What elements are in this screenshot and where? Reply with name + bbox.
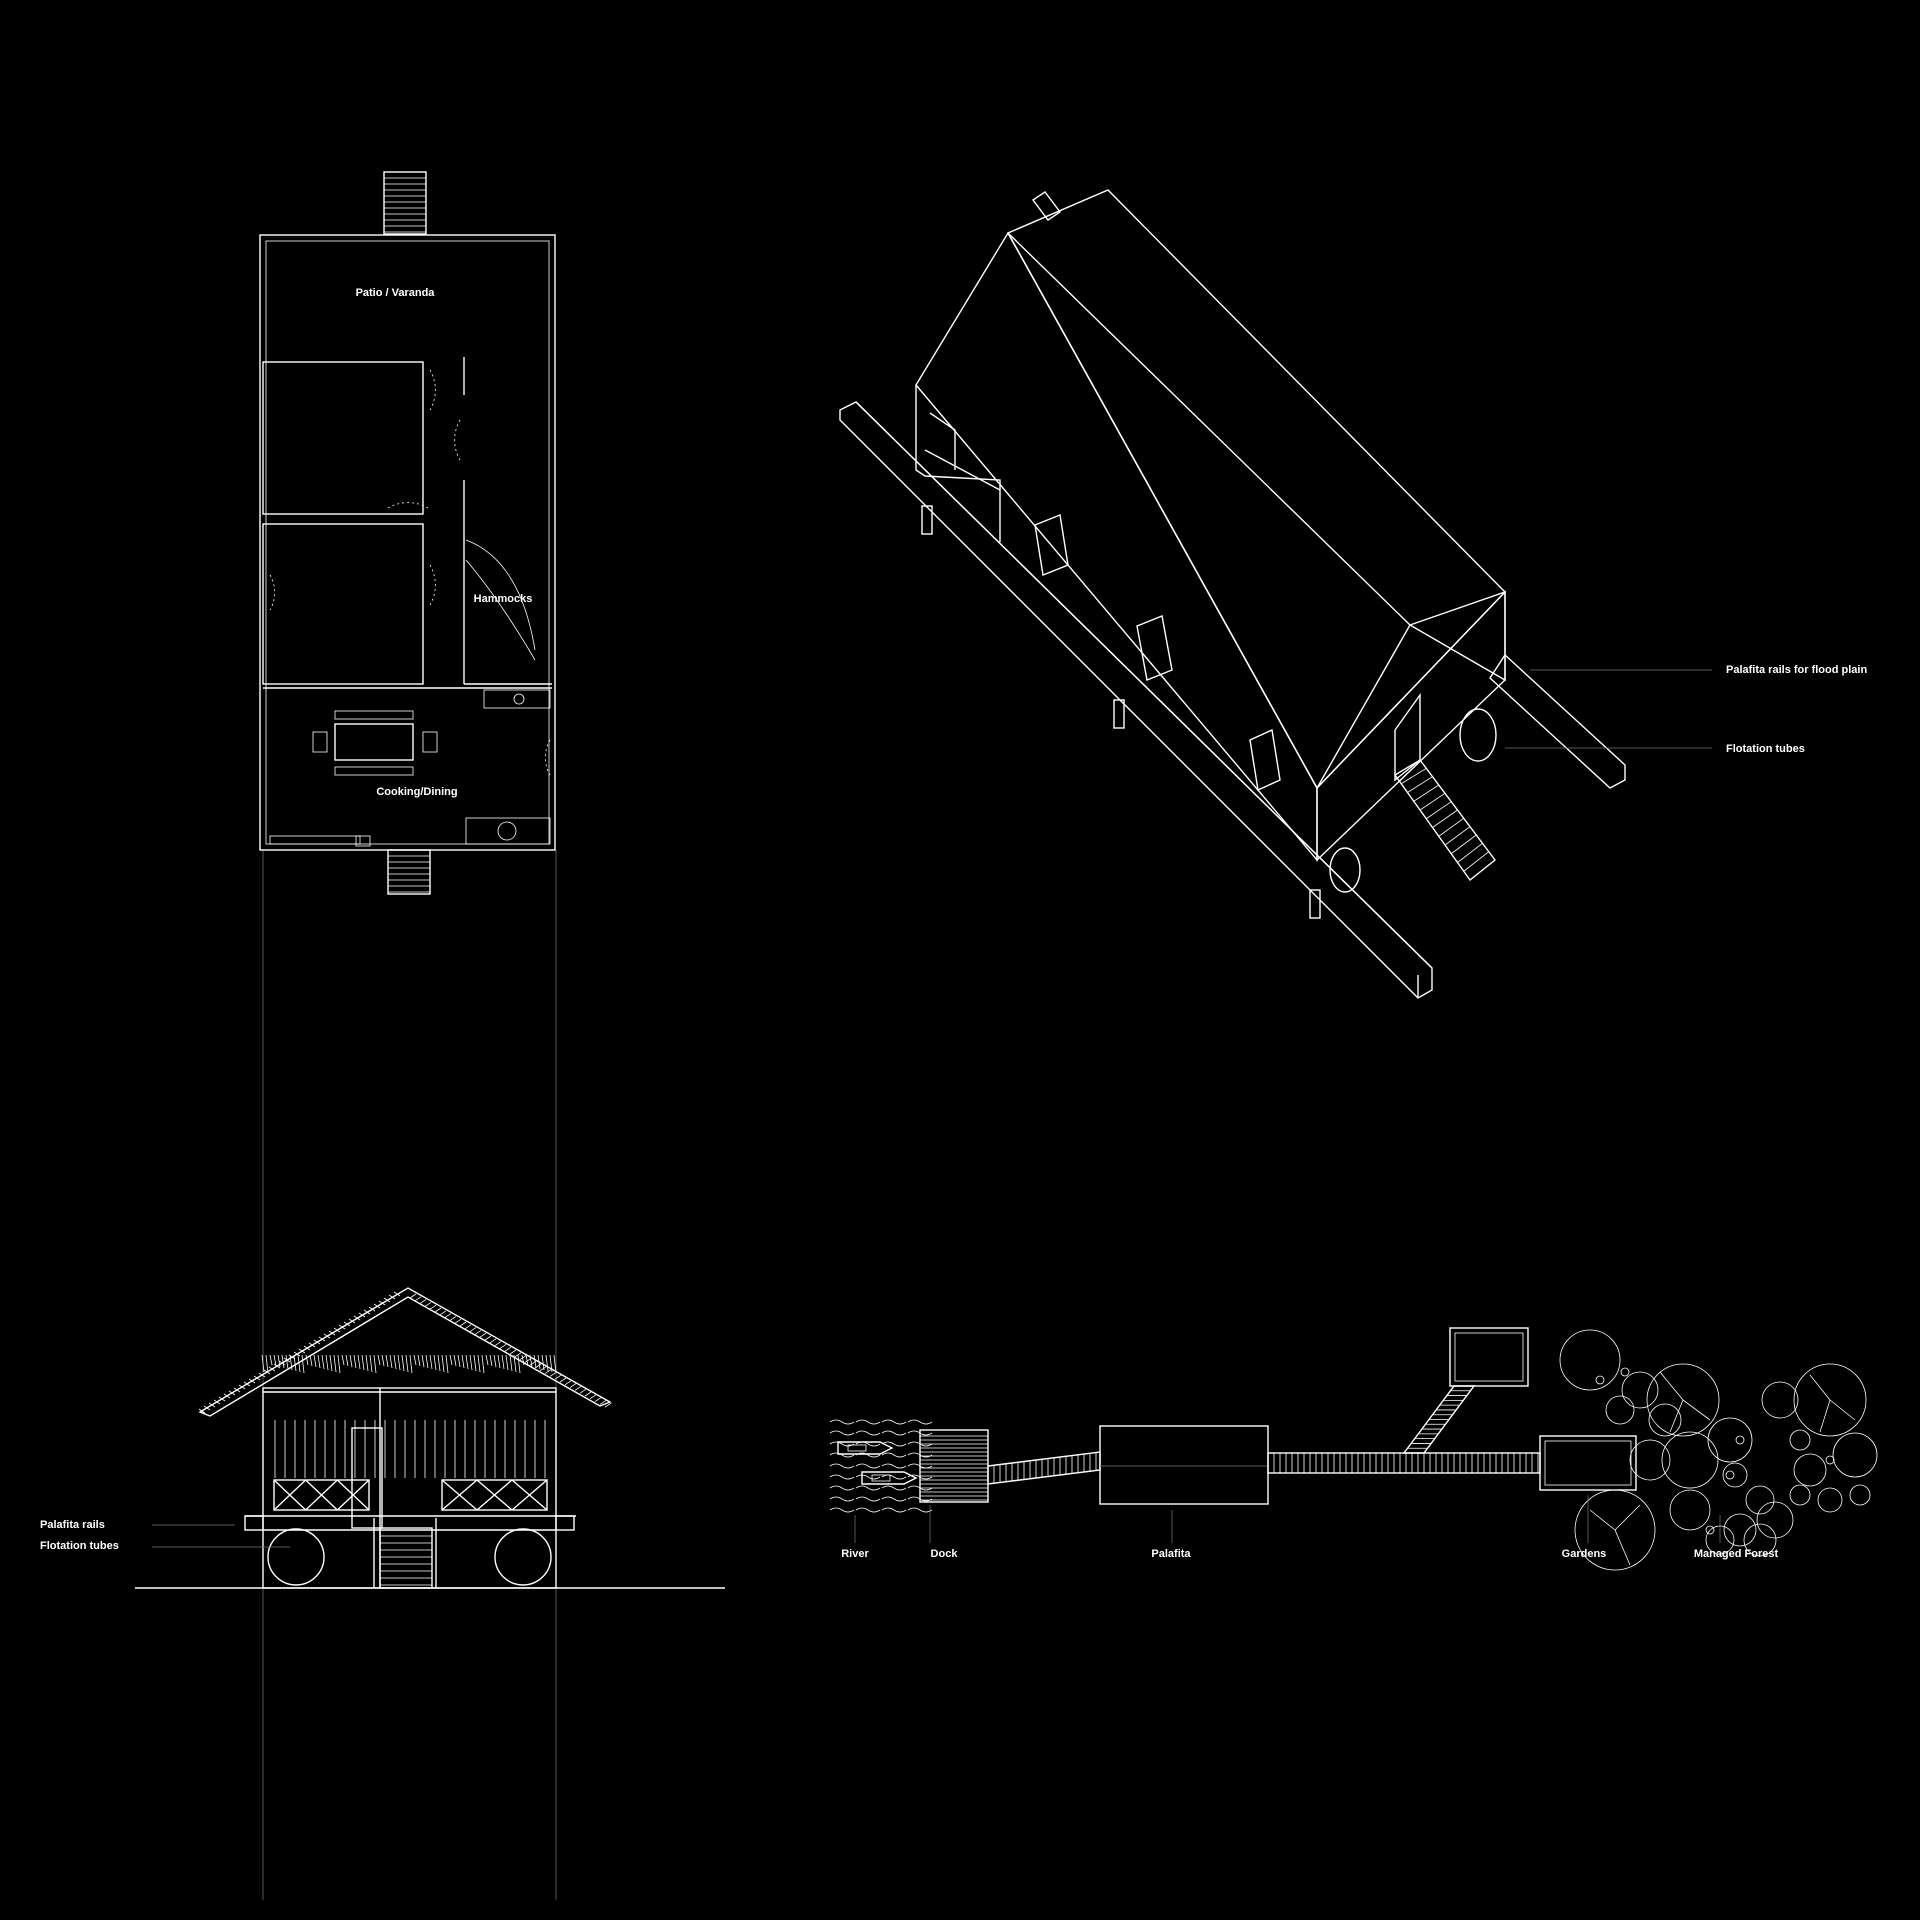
axon-window-3 xyxy=(1249,728,1281,792)
kitchen-counter-bottom xyxy=(465,817,551,845)
stool-right xyxy=(422,731,438,753)
label-gardens: Gardens xyxy=(1562,1548,1607,1560)
section-door xyxy=(351,1427,383,1529)
axon-roof xyxy=(1007,189,1506,790)
label-section-rails: Palafita rails xyxy=(40,1519,105,1531)
label-managed-forest: Managed Forest xyxy=(1694,1548,1779,1560)
bench-bottom xyxy=(334,766,414,776)
site-palafita xyxy=(1099,1425,1269,1505)
axon-wall-end xyxy=(1316,590,1506,862)
site-gardens xyxy=(1539,1435,1637,1491)
floor-plan: Patio / Varanda Hammocks Cooking/Dining xyxy=(259,171,557,1900)
site-plan: River Dock Palafita Gardens Managed Fore… xyxy=(829,1327,1878,1571)
site-boat-2 xyxy=(861,1471,918,1485)
label-axon-tubes: Flotation tubes xyxy=(1726,743,1805,755)
axon-window-2 xyxy=(1136,615,1173,681)
axonometric-view: Palafita rails for flood plain Flotation… xyxy=(839,189,1867,999)
label-section-tubes: Flotation tubes xyxy=(40,1540,119,1552)
dining-table xyxy=(334,723,414,761)
section-tube-left xyxy=(267,1528,325,1586)
section-rail-left xyxy=(244,1515,264,1531)
axon-tube-1 xyxy=(1459,708,1497,762)
section-walls xyxy=(262,1387,557,1589)
section-stairs xyxy=(379,1527,433,1589)
axon-rail-left xyxy=(839,401,1433,999)
hammock-1 xyxy=(465,539,536,651)
site-managed-forest xyxy=(1559,1329,1878,1571)
plan-inner-wall xyxy=(265,240,550,845)
section-railing-left xyxy=(273,1479,370,1511)
site-dock xyxy=(919,1429,989,1503)
plan-stairs-bottom xyxy=(387,849,431,895)
label-river: River xyxy=(841,1548,869,1560)
site-river-waves xyxy=(829,1419,933,1513)
label-patio: Patio / Varanda xyxy=(356,287,436,299)
section-tube-right xyxy=(494,1528,552,1586)
label-axon-rails: Palafita rails for flood plain xyxy=(1726,664,1867,676)
label-dock: Dock xyxy=(931,1548,959,1560)
site-boardwalk-2 xyxy=(1267,1452,1541,1474)
site-boat-1 xyxy=(837,1441,894,1455)
label-palafita: Palafita xyxy=(1151,1548,1191,1560)
section-roof xyxy=(198,1287,612,1417)
axon-rail-right xyxy=(1489,653,1626,789)
axon-tube-2 xyxy=(1329,847,1361,893)
hammock-2 xyxy=(465,559,536,661)
label-hammocks: Hammocks xyxy=(474,593,533,605)
section-railing-right xyxy=(441,1479,548,1511)
axon-wall-side xyxy=(915,231,1318,862)
section-view: Palafita rails Flotation tubes xyxy=(40,1287,725,1589)
site-path-shed xyxy=(1402,1385,1476,1454)
kitchen-counter-top xyxy=(483,689,551,709)
site-shed xyxy=(1449,1327,1529,1387)
bench-top xyxy=(334,710,414,720)
section-thatch xyxy=(198,1291,612,1414)
plan-bedroom-1 xyxy=(262,361,424,515)
section-rail-right xyxy=(555,1515,575,1531)
stool-left xyxy=(312,731,328,753)
axon-stairs xyxy=(1393,759,1496,882)
plan-bedroom-2 xyxy=(262,523,424,685)
site-boardwalk-1 xyxy=(987,1451,1101,1485)
plan-stairs-top xyxy=(383,171,427,235)
label-cooking-dining: Cooking/Dining xyxy=(376,786,457,798)
axon-window-1 xyxy=(1034,514,1069,576)
section-wall-planks xyxy=(274,1420,546,1478)
plan-outer-wall xyxy=(259,234,556,851)
